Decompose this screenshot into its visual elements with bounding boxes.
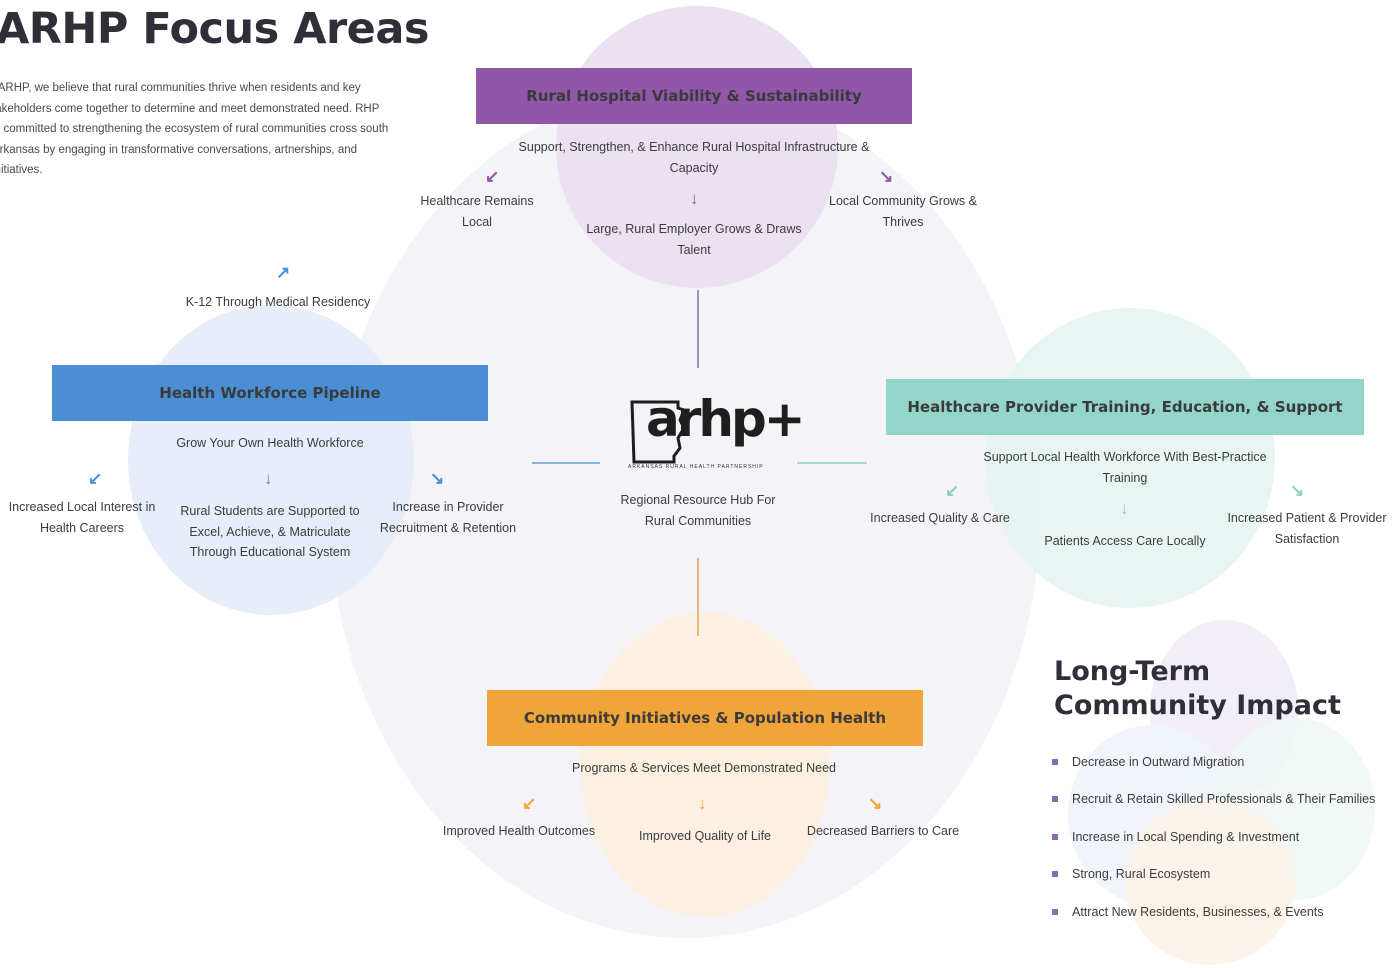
logo-subtext: ARKANSAS RURAL HEALTH PARTNERSHIP	[628, 464, 764, 470]
arrow-down-left-icon: ↙	[945, 481, 960, 500]
arrow-down-icon: ↓	[264, 469, 273, 488]
arrow-down-right-icon: ↘	[430, 469, 445, 488]
bottom-outcome-center: Improved Quality of Life	[638, 829, 771, 843]
arrow-up-right-icon: ↗	[276, 263, 291, 282]
impact-item: Attract New Residents, Businesses, & Eve…	[1052, 893, 1375, 931]
connector-left	[532, 462, 600, 464]
left-outcome-right: Increase in Provider Recruitment & Reten…	[379, 500, 517, 535]
bullet-square-icon	[1052, 908, 1058, 915]
arrow-down-icon: ↓	[1120, 499, 1129, 518]
impact-item-label: Attract New Residents, Businesses, & Eve…	[1072, 904, 1324, 919]
background-teal-circle	[985, 308, 1275, 608]
impact-item: Strong, Rural Ecosystem	[1052, 856, 1375, 894]
arrow-down-left-icon: ↙	[88, 469, 103, 488]
bullet-square-icon	[1052, 796, 1058, 803]
impact-item-label: Recruit & Retain Skilled Professionals &…	[1072, 792, 1376, 807]
top-outcome-right: Local Community Grows & Thrives	[829, 194, 977, 229]
bottom-subtitle: Programs & Services Meet Demonstrated Ne…	[572, 761, 836, 775]
background-orange-circle	[580, 612, 830, 917]
impact-circle-bottom	[1125, 800, 1295, 965]
arrow-down-right-icon: ↘	[879, 167, 894, 186]
top-outcome-left: Healthcare Remains Local	[420, 194, 534, 229]
logo-wordmark: arhp+	[646, 390, 806, 448]
top-subtitle: Support, Strengthen, & Enhance Rural Hos…	[518, 140, 870, 175]
left-above-label: K-12 Through Medical Residency	[185, 295, 371, 309]
left-subtitle: Grow Your Own Health Workforce	[176, 436, 364, 450]
connector-right	[797, 462, 867, 464]
impact-item-label: Increase in Local Spending & Investment	[1072, 829, 1300, 844]
arrow-down-icon: ↓	[690, 189, 699, 208]
arhp-logo: arhp+ ARKANSAS RURAL HEALTH PARTNERSHIP	[622, 390, 806, 476]
box-health-workforce: Health Workforce Pipeline	[52, 365, 488, 421]
bullet-square-icon	[1052, 758, 1058, 765]
right-subtitle: Support Local Health Workforce With Best…	[983, 450, 1267, 485]
bottom-outcome-right: Decreased Barriers to Care	[806, 824, 960, 838]
intro-text: t ARHP, we believe that rural communitie…	[0, 82, 389, 177]
connector-bottom	[697, 558, 699, 636]
right-outcome-center: Patients Access Care Locally	[1044, 534, 1206, 548]
box-provider-training: Healthcare Provider Training, Education,…	[886, 379, 1364, 435]
left-outcome-left: Increased Local Interest in Health Caree…	[8, 500, 156, 535]
impact-title: Long-Term Community Impact	[1054, 656, 1341, 721]
impact-item-label: Strong, Rural Ecosystem	[1072, 867, 1211, 882]
bullet-square-icon	[1052, 833, 1058, 840]
top-outcome-center: Large, Rural Employer Grows & Draws Tale…	[586, 222, 802, 257]
impact-item: Increase in Local Spending & Investment	[1052, 818, 1375, 856]
arkansas-outline-icon	[630, 400, 686, 464]
arrow-down-icon: ↓	[698, 794, 707, 813]
bullet-square-icon	[1052, 871, 1058, 878]
box-community-initiatives: Community Initiatives & Population Healt…	[487, 690, 923, 746]
right-outcome-right: Increased Patient & Provider Satisfactio…	[1227, 511, 1387, 546]
arrow-down-left-icon: ↙	[522, 794, 537, 813]
hub-caption: Regional Resource Hub For Rural Communit…	[620, 493, 776, 528]
right-outcome-left: Increased Quality & Care	[870, 511, 1010, 525]
background-blue-circle	[128, 305, 414, 615]
bottom-outcome-left: Improved Health Outcomes	[442, 824, 596, 838]
background-purple-circle	[556, 6, 838, 288]
left-outcome-center: Rural Students are Supported to Excel, A…	[180, 504, 360, 559]
box-rural-hospital: Rural Hospital Viability & Sustainabilit…	[476, 68, 912, 124]
arrow-down-right-icon: ↘	[1290, 481, 1305, 500]
page-title: ARHP Focus Areas	[0, 4, 429, 54]
connector-top	[697, 290, 699, 368]
impact-item: Decrease in Outward Migration	[1052, 743, 1375, 781]
arrow-down-right-icon: ↘	[868, 794, 883, 813]
arrow-down-left-icon: ↙	[485, 167, 500, 186]
impact-item-label: Decrease in Outward Migration	[1072, 754, 1245, 769]
impact-item: Recruit & Retain Skilled Professionals &…	[1052, 781, 1375, 819]
impact-list: Decrease in Outward Migration Recruit & …	[1052, 743, 1375, 931]
